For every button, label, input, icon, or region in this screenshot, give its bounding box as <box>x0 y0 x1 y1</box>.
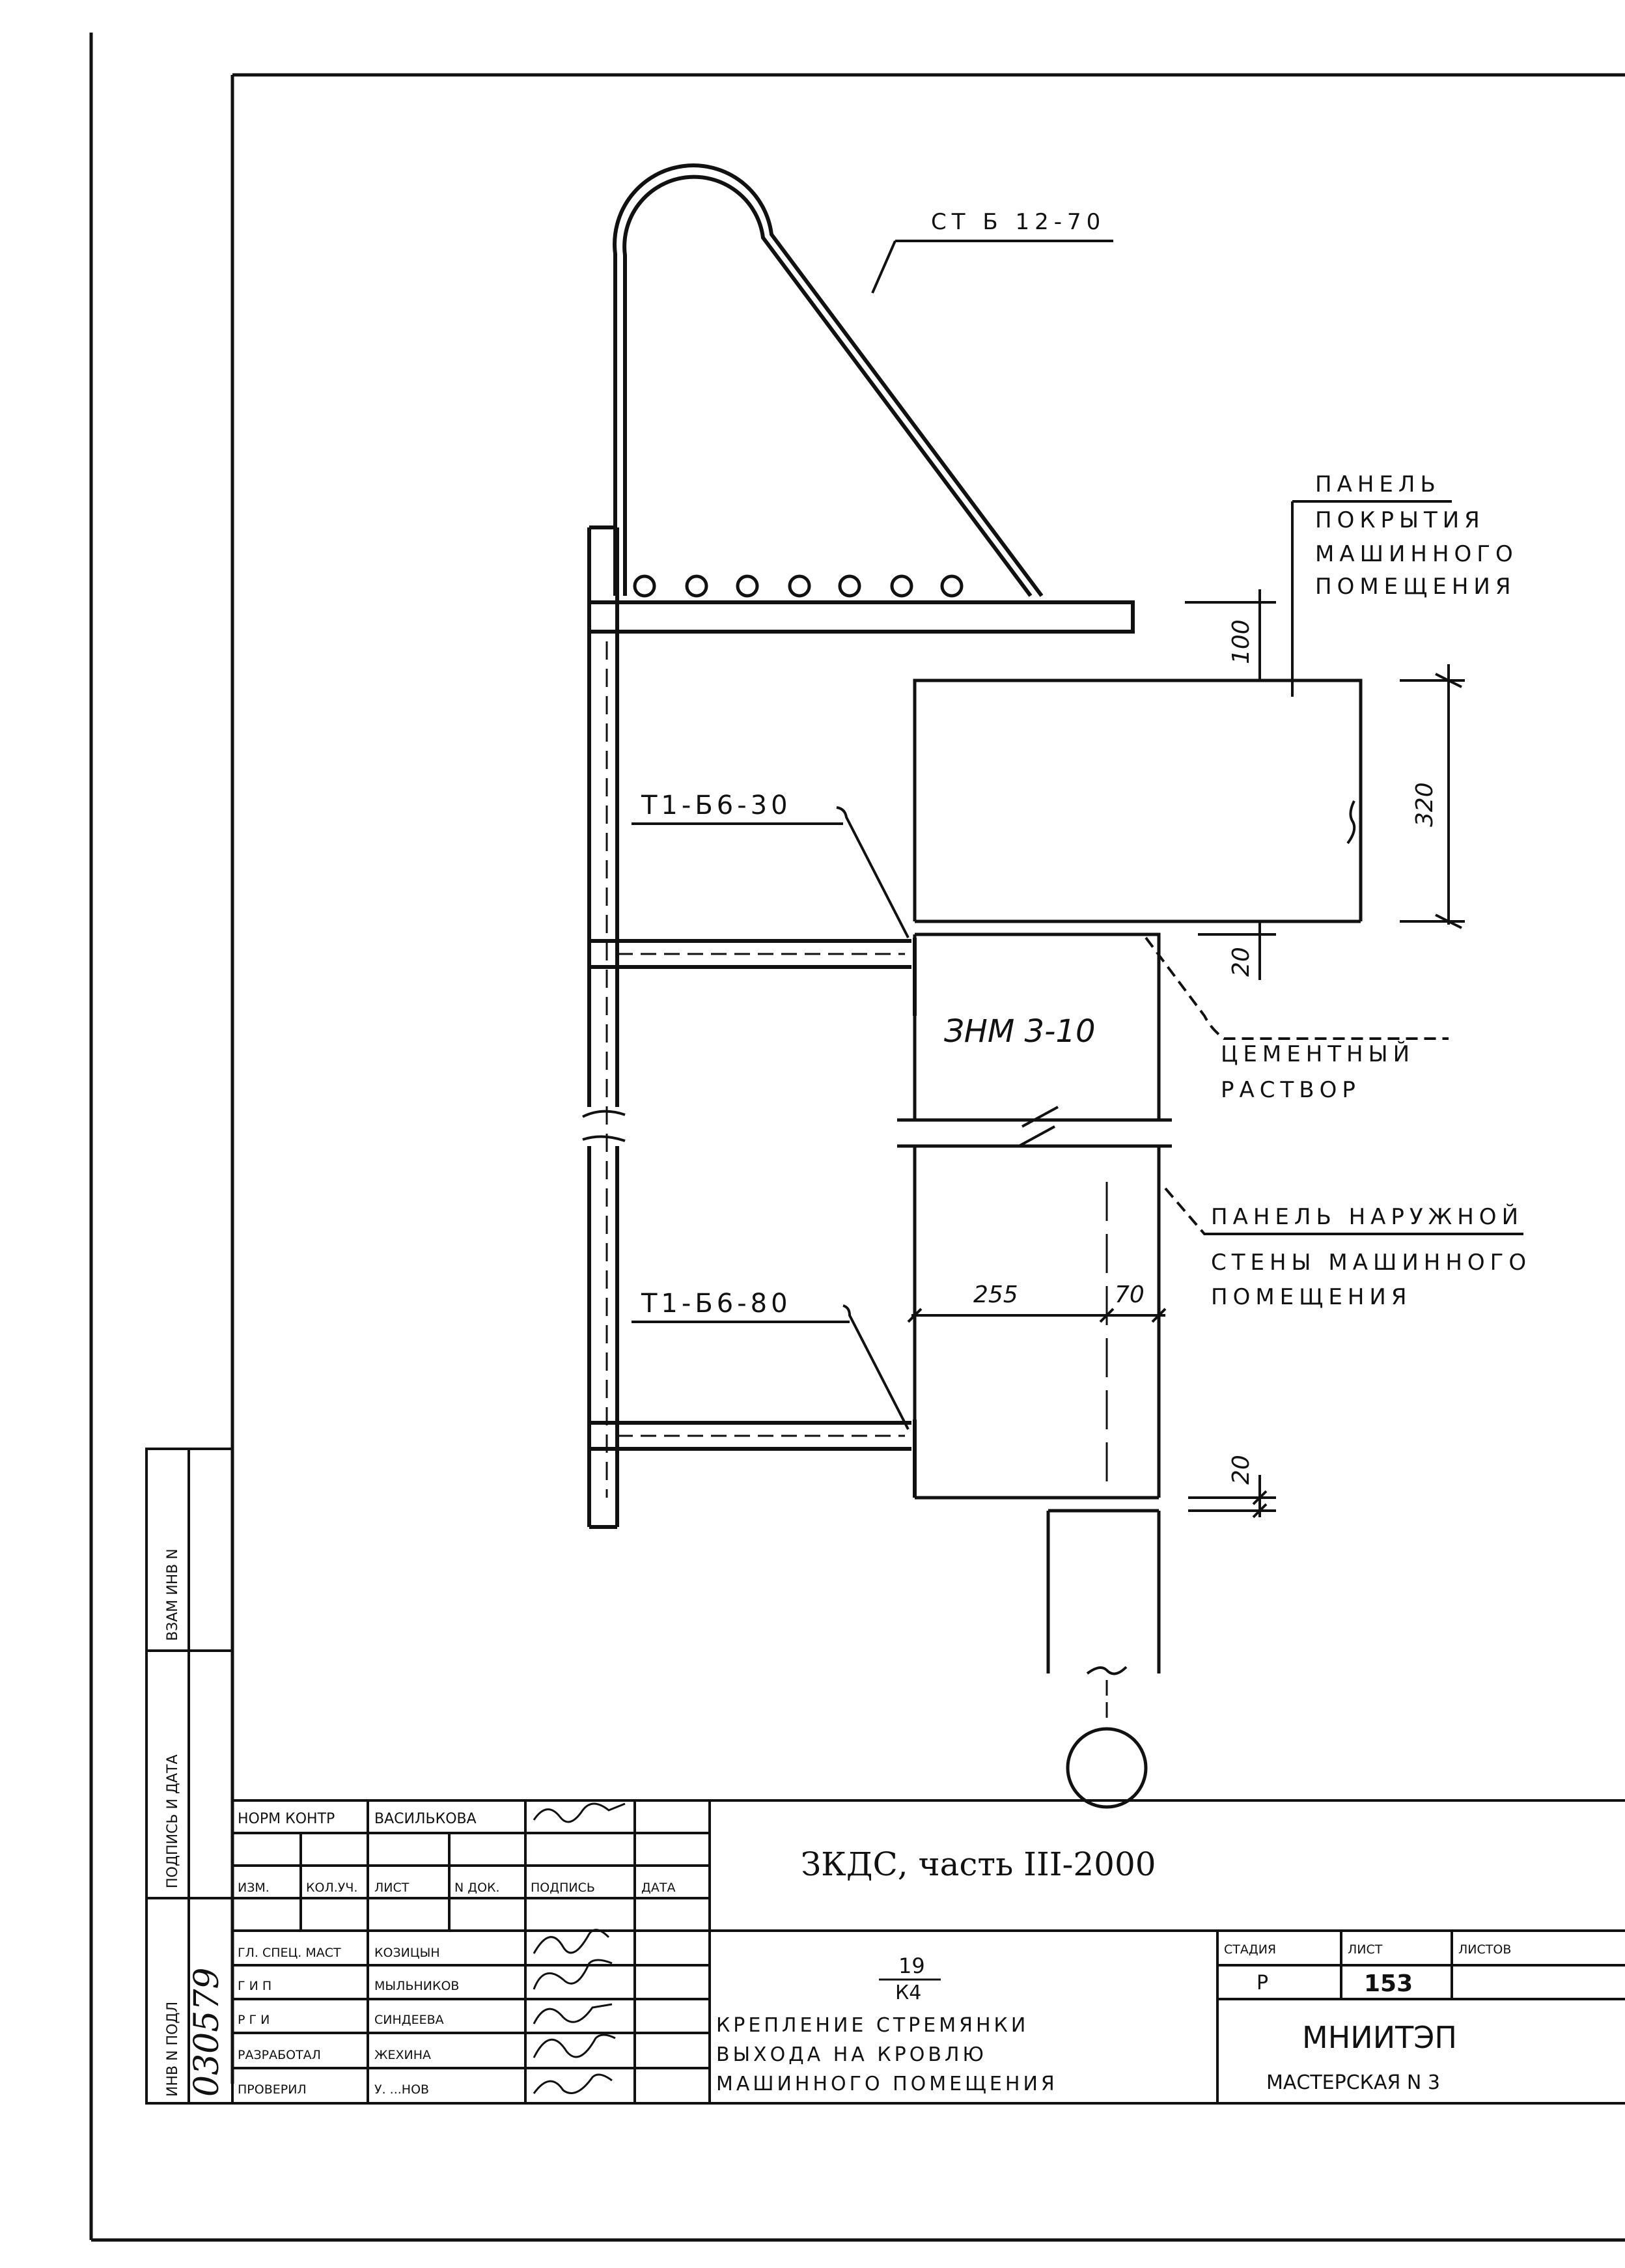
svg-text:ЦЕМЕНТНЫЙ: ЦЕМЕНТНЫЙ <box>1221 1041 1415 1067</box>
element-label: ЗНМ 3-10 <box>944 1013 1095 1050</box>
norm-control-label: НОРМ КОНТР <box>238 1811 335 1827</box>
svg-text:ПОДПИСЬ: ПОДПИСЬ <box>531 1881 595 1895</box>
dimension-100: 100 <box>1228 619 1255 664</box>
svg-text:ВЫХОДА НА КРОВЛЮ: ВЫХОДА НА КРОВЛЮ <box>716 2043 987 2066</box>
node-code: К4 <box>895 1981 921 2004</box>
stage-label: СТАДИЯ <box>1224 1942 1276 1957</box>
stage-value: Р <box>1257 1972 1268 1995</box>
signatures <box>533 1802 626 2094</box>
wall-panel-label: ПАНЕЛЬ НАРУЖНОЙ СТЕНЫ МАШИННОГО ПОМЕЩЕНИ… <box>1211 1203 1531 1310</box>
svg-text:Р Г И: Р Г И <box>238 2013 270 2027</box>
svg-text:N ДОК.: N ДОК. <box>454 1881 500 1895</box>
svg-text:ИЗМ.: ИЗМ. <box>238 1881 270 1895</box>
anchor-bottom-label: Т1-Б6-80 <box>641 1289 792 1319</box>
svg-text:ПАНЕЛЬ НАРУЖНОЙ: ПАНЕЛЬ НАРУЖНОЙ <box>1211 1203 1523 1230</box>
svg-text:КОЛ.УЧ.: КОЛ.УЧ. <box>306 1881 357 1895</box>
svg-text:ЛИСТ: ЛИСТ <box>374 1881 410 1895</box>
svg-text:ГЛ. СПЕЦ. МАСТ: ГЛ. СПЕЦ. МАСТ <box>238 1946 341 1960</box>
dimension-255: 255 <box>973 1281 1018 1308</box>
svg-text:Г И П: Г И П <box>238 1979 271 1993</box>
svg-text:ДАТА: ДАТА <box>641 1881 675 1895</box>
roof-panel <box>913 679 1363 923</box>
node-number: 19 <box>898 1953 925 1978</box>
leader-lines <box>632 240 1523 1430</box>
organization-name: МНИИТЭП <box>1302 2020 1457 2055</box>
svg-text:КОЗИЦЫН: КОЗИЦЫН <box>374 1946 440 1960</box>
dimension-70: 70 <box>1115 1281 1145 1308</box>
wall-panel <box>913 1146 1161 1809</box>
anchor-brackets <box>589 938 917 1498</box>
ladder-hoop <box>613 163 1044 597</box>
dimension-lines <box>907 589 1465 1519</box>
svg-text:КРЕПЛЕНИЕ СТРЕМЯНКИ: КРЕПЛЕНИЕ СТРЕМЯНКИ <box>716 2014 1029 2037</box>
roof-panel-label: ПАНЕЛЬ ПОКРЫТИЯ МАШИННОГО ПОМЕЩЕНИЯ <box>1315 471 1518 600</box>
inventory-number: 030579 <box>188 1967 227 2097</box>
svg-text:СТЕНЫ МАШИННОГО: СТЕНЫ МАШИННОГО <box>1211 1250 1531 1276</box>
ladder-rungs <box>633 574 964 598</box>
dimension-20-bottom: 20 <box>1228 1455 1255 1485</box>
title-block-header-row: ИЗМ. КОЛ.УЧ. ЛИСТ N ДОК. ПОДПИСЬ ДАТА <box>238 1881 675 1895</box>
svg-text:ПОМЕЩЕНИЯ: ПОМЕЩЕНИЯ <box>1315 574 1516 600</box>
sheet-label: ЛИСТ <box>1348 1942 1383 1957</box>
drawing-description: КРЕПЛЕНИЕ СТРЕМЯНКИ ВЫХОДА НА КРОВЛЮ МАШ… <box>716 2014 1058 2095</box>
svg-text:МАШИННОГО ПОМЕЩЕНИЯ: МАШИННОГО ПОМЕЩЕНИЯ <box>716 2073 1058 2095</box>
svg-text:ПРОВЕРИЛ: ПРОВЕРИЛ <box>238 2082 307 2097</box>
parapet-element <box>897 932 1172 1148</box>
sheets-label: ЛИСТОВ <box>1458 1942 1511 1957</box>
norm-control-name: ВАСИЛЬКОВА <box>374 1811 477 1827</box>
svg-text:ПОКРЫТИЯ: ПОКРЫТИЯ <box>1315 507 1485 533</box>
dimension-320: 320 <box>1411 782 1438 827</box>
svg-text:СИНДЕЕВА: СИНДЕЕВА <box>374 2013 444 2027</box>
side-stamp-inventory-label: ИНВ N ПОДЛ <box>165 2002 181 2097</box>
side-stamp-replace-label: ВЗАМ ИНВ N <box>165 1548 181 1641</box>
side-stamp <box>145 1448 234 2105</box>
ladder-label: СТ Б 12-70 <box>931 209 1105 235</box>
workshop-name: МАСТЕРСКАЯ N 3 <box>1266 2071 1440 2094</box>
dimension-20-top: 20 <box>1228 947 1255 977</box>
ladder-post <box>582 525 626 1529</box>
svg-text:ЖЕХИНА: ЖЕХИНА <box>374 2048 431 2062</box>
sheet-number: 153 <box>1364 1970 1413 1997</box>
anchor-top-label: Т1-Б6-30 <box>641 791 792 820</box>
svg-text:У. ...НОВ: У. ...НОВ <box>374 2082 429 2097</box>
mortar-label: ЦЕМЕНТНЫЙ РАСТВОР <box>1221 1041 1415 1103</box>
ladder-platform <box>587 600 1135 634</box>
svg-text:МАШИННОГО: МАШИННОГО <box>1315 541 1518 567</box>
svg-text:РАСТВОР: РАСТВОР <box>1221 1077 1361 1103</box>
signer-rows: ГЛ. СПЕЦ. МАСТ КОЗИЦЫН Г И П МЫЛЬНИКОВ Р… <box>238 1946 459 2097</box>
svg-text:ПОМЕЩЕНИЯ: ПОМЕЩЕНИЯ <box>1211 1284 1411 1310</box>
side-stamp-signature-label: ПОДПИСЬ И ДАТА <box>165 1754 181 1888</box>
svg-text:ПАНЕЛЬ: ПАНЕЛЬ <box>1315 471 1441 497</box>
svg-text:МЫЛЬНИКОВ: МЫЛЬНИКОВ <box>374 1979 459 1993</box>
project-title: ЗКДС, часть III-2000 <box>801 1845 1156 1883</box>
svg-text:РАЗРАБОТАЛ: РАЗРАБОТАЛ <box>238 2048 321 2062</box>
title-block-grid <box>232 1799 1625 2105</box>
